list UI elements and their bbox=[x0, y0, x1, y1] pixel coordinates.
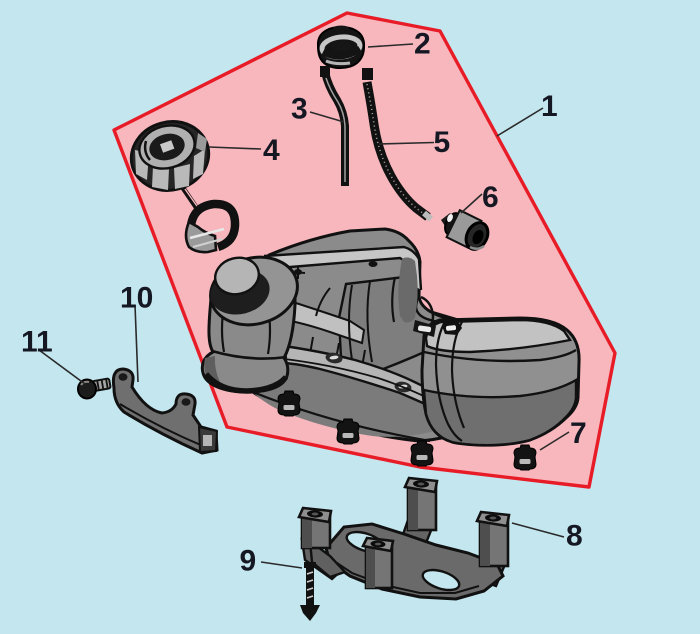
svg-text:6: 6 bbox=[482, 181, 499, 214]
svg-text:9: 9 bbox=[240, 545, 257, 578]
svg-text:7: 7 bbox=[570, 417, 587, 450]
svg-text:2: 2 bbox=[414, 28, 431, 61]
svg-text:4: 4 bbox=[263, 134, 280, 167]
svg-text:3: 3 bbox=[291, 92, 308, 125]
svg-text:1: 1 bbox=[541, 90, 558, 123]
svg-text:5: 5 bbox=[434, 126, 451, 159]
svg-text:11: 11 bbox=[21, 326, 53, 359]
svg-text:8: 8 bbox=[566, 520, 583, 553]
svg-text:10: 10 bbox=[120, 282, 153, 315]
